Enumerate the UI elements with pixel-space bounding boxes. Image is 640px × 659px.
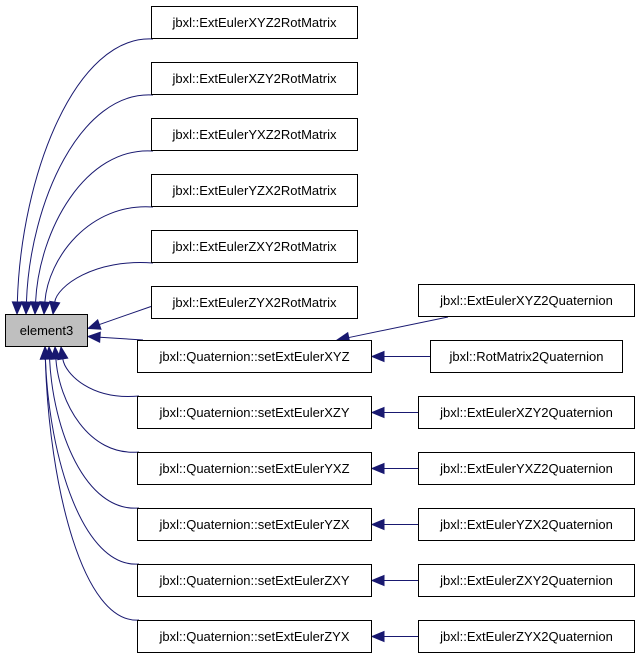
edge-n3-to-element3 [35,150,154,303]
node-quaternion-set-ext-euler-xzy[interactable]: jbxl::Quaternion::setExtEulerXZY [137,396,372,429]
edge-q1-to-element3-arrowhead [86,331,101,344]
edge-n6-to-element3-arrowhead [86,318,102,330]
edge-n1-to-element3-arrowhead [11,301,24,316]
edge-n1-to-element3 [16,38,154,303]
node-quaternion-set-ext-euler-zyx[interactable]: jbxl::Quaternion::setExtEulerZYX [137,620,372,653]
edge-r3-to-q3-arrowhead [370,462,385,475]
edge-n5-to-element3 [54,262,154,303]
node-ext-euler-yzx2quaternion[interactable]: jbxl::ExtEulerYZX2Quaternion [418,508,635,541]
node-quaternion-set-ext-euler-yzx[interactable]: jbxl::Quaternion::setExtEulerYZX [137,508,372,541]
edge-r2-to-q2-arrowhead [370,406,385,419]
node-ext-euler-xyz2quaternion[interactable]: jbxl::ExtEulerXYZ2Quaternion [418,284,635,317]
edge-q1-to-element3 [99,336,144,341]
edge-q6-to-element3-arrowhead [39,345,52,360]
node-ext-euler-zyx2quaternion[interactable]: jbxl::ExtEulerZYX2Quaternion [418,620,635,653]
node-ext-euler-xzy2rotmatrix[interactable]: jbxl::ExtEulerXZY2RotMatrix [151,62,358,95]
edge-n6-to-element3 [99,306,152,326]
node-ext-euler-yzx2rotmatrix[interactable]: jbxl::ExtEulerYZX2RotMatrix [151,174,358,207]
edge-q5-to-element3 [44,358,140,565]
node-quaternion-set-ext-euler-xyz[interactable]: jbxl::Quaternion::setExtEulerXYZ [137,340,372,373]
node-ext-euler-xzy2quaternion[interactable]: jbxl::ExtEulerXZY2Quaternion [418,396,635,429]
edge-r6-to-q6-arrowhead [370,630,385,643]
edge-q2-to-element3 [62,358,140,397]
edge-r4-to-q4-arrowhead [370,518,385,531]
edge-r5-to-q5-arrowhead [370,574,385,587]
node-ext-euler-zyx2rotmatrix[interactable]: jbxl::ExtEulerZYX2RotMatrix [151,286,358,319]
edge-n4-to-element3 [44,206,154,303]
edge-n2-to-element3-arrowhead [20,301,33,316]
node-quaternion-set-ext-euler-zxy[interactable]: jbxl::Quaternion::setExtEulerZXY [137,564,372,597]
node-element3: element3 [5,314,88,347]
node-rotmatrix2quaternion[interactable]: jbxl::RotMatrix2Quaternion [430,340,623,373]
edge-n4-to-element3-arrowhead [39,301,51,316]
node-ext-euler-yxz2quaternion[interactable]: jbxl::ExtEulerYXZ2Quaternion [418,452,635,485]
node-quaternion-set-ext-euler-yxz[interactable]: jbxl::Quaternion::setExtEulerYXZ [137,452,372,485]
edge-n2-to-element3 [25,94,154,303]
edge-n3-to-element3-arrowhead [29,301,42,316]
edge-r0-to-q1 [348,316,449,339]
edge-q4-to-element3 [49,358,140,509]
node-ext-euler-zxy2quaternion[interactable]: jbxl::ExtEulerZXY2Quaternion [418,564,635,597]
node-ext-euler-yxz2rotmatrix[interactable]: jbxl::ExtEulerYXZ2RotMatrix [151,118,358,151]
edge-q3-to-element3 [55,358,140,453]
edge-r1-to-q1-arrowhead [370,350,385,363]
edge-n5-to-element3-arrowhead [49,300,61,316]
edge-q6-to-element3 [44,358,140,621]
node-ext-euler-xyz2rotmatrix[interactable]: jbxl::ExtEulerXYZ2RotMatrix [151,6,358,39]
node-ext-euler-zxy2rotmatrix[interactable]: jbxl::ExtEulerZXY2RotMatrix [151,230,358,263]
